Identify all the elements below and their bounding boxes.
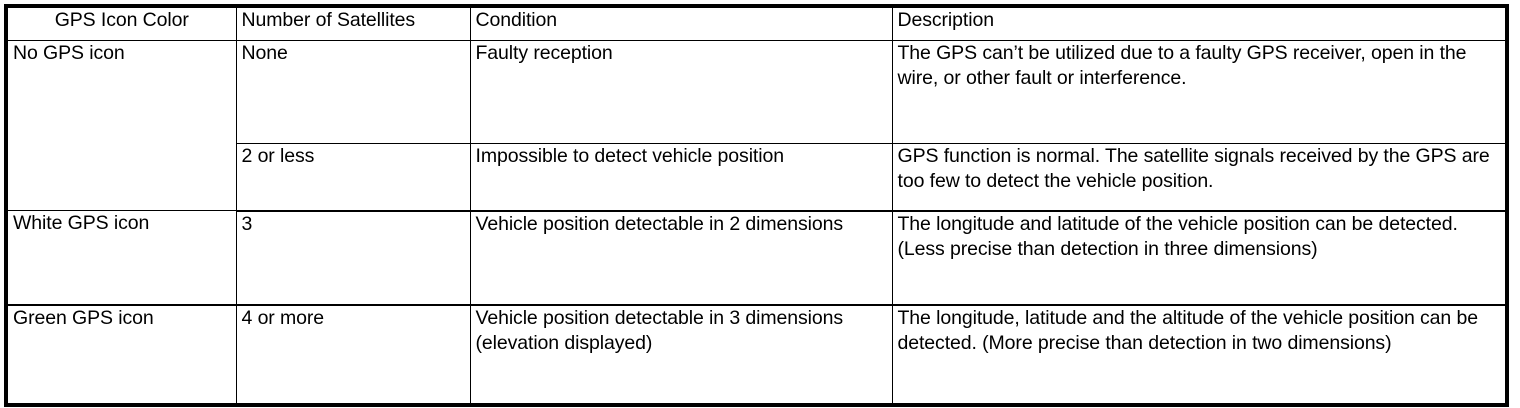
cell-condition: Faulty reception	[469, 40, 893, 144]
gps-status-table: GPS Icon Color Number of Satellites Cond…	[4, 4, 1509, 407]
table-row: 2 or less Impossible to detect vehicle p…	[6, 143, 1508, 212]
table-header-row: GPS Icon Color Number of Satellites Cond…	[5, 5, 1508, 41]
cell-number-of-satellites: None	[235, 40, 471, 144]
table-row: Green GPS icon 4 or more Vehicle positio…	[5, 304, 1508, 405]
cell-description: The GPS can’t be utilized due to a fault…	[891, 40, 1508, 144]
cell-number-of-satellites: 3	[235, 210, 471, 306]
cell-description: GPS function is normal. The satellite si…	[891, 143, 1508, 212]
table-header: GPS Icon Color Number of Satellites Cond…	[5, 5, 1508, 41]
table-row: White GPS icon 3 Vehicle position detect…	[5, 210, 1508, 306]
cell-number-of-satellites: 2 or less	[235, 143, 471, 212]
cell-description: The longitude, latitude and the altitude…	[891, 304, 1508, 405]
cell-description: The longitude and latitude of the vehicl…	[891, 210, 1508, 306]
cell-condition: Impossible to detect vehicle position	[469, 143, 893, 212]
table-body: No GPS icon None Faulty reception The GP…	[5, 40, 1508, 405]
cell-condition: Vehicle position detectable in 2 dimensi…	[469, 210, 893, 306]
column-header-condition: Condition	[469, 5, 893, 41]
gps-status-table-container: GPS Icon Color Number of Satellites Cond…	[4, 4, 1509, 407]
cell-gps-icon-color: White GPS icon	[5, 210, 237, 306]
column-header-number-of-satellites: Number of Satellites	[235, 5, 471, 41]
table-row: No GPS icon None Faulty reception The GP…	[5, 40, 1508, 211]
cell-number-of-satellites: 4 or more	[235, 304, 471, 405]
cell-gps-icon-color: Green GPS icon	[5, 304, 237, 405]
cell-gps-icon-color: No GPS icon	[5, 40, 237, 211]
column-header-gps-icon-color: GPS Icon Color	[5, 5, 237, 41]
cell-condition: Vehicle position detectable in 3 dimensi…	[469, 304, 893, 405]
column-header-description: Description	[891, 5, 1508, 41]
